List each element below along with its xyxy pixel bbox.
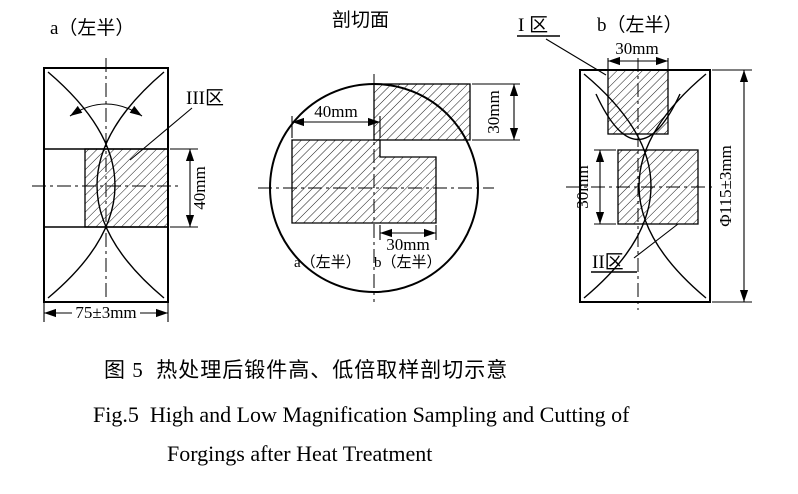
dim30b-mid-label: 30mm [573, 165, 592, 208]
zone2-leader-line [633, 223, 679, 259]
view-a-right-arc [96, 71, 165, 299]
section-label-b: b（左半） [374, 254, 442, 271]
dim75-label: 75±3mm [75, 303, 136, 322]
dim30mid-label: 30mm [386, 235, 429, 254]
section-label-a: a（左半） [294, 254, 361, 271]
caption-english-line2: Forgings after Heat Treatment [167, 441, 433, 466]
section-view: 剖切面 30mm 40mm 30mm a（左半） b（左半） [258, 9, 520, 302]
caption-english-line1: Fig.5 High and Low Magnification Samplin… [93, 402, 630, 427]
view-a-sample-hatch [84, 148, 169, 228]
zone2-label: II区 [592, 252, 624, 273]
view-b-label: b（左半） [597, 14, 683, 36]
zone3-label: III区 [186, 88, 224, 109]
dim40-label: 40mm [190, 166, 209, 209]
section-stepped-hatch-block [291, 139, 437, 224]
view-a-label: a（左半） [50, 17, 134, 39]
zone3-leader-line [129, 107, 193, 161]
section-top-hatch-block [373, 83, 471, 141]
dim-diameter-label: Φ115±3mm [716, 145, 735, 227]
dim75-label-backing [72, 303, 140, 321]
view-b-left-half: I 区 b（左半） 30mm 30mm II区 [517, 14, 752, 310]
section-title: 剖切面 [332, 9, 389, 31]
zone1-label: I 区 [518, 15, 548, 36]
dim30top-label: 30mm [484, 90, 503, 133]
dim30b-top-label: 30mm [615, 39, 658, 58]
caption-chinese: 图 5 热处理后锻件高、低倍取样剖切示意 [104, 358, 509, 382]
view-a-curved-double-arrow [69, 103, 143, 117]
dim40mid-label: 40mm [314, 102, 357, 121]
view-a-left-half: a（左半） III区 40mm 75±3mm [32, 17, 224, 322]
figure-diagram: a（左半） III区 40mm 75±3mm 剖切面 [32, 9, 752, 322]
